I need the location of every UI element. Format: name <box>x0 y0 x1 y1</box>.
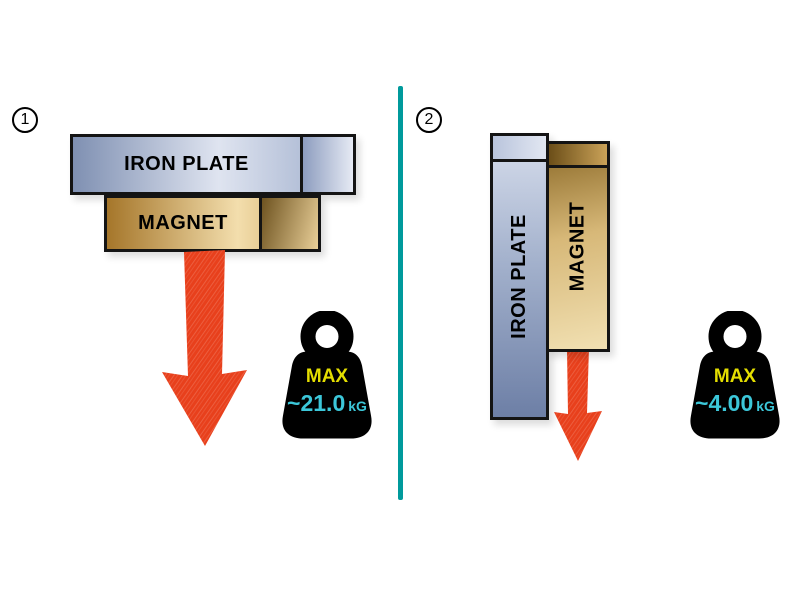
iron-plate-label-vertical: IRON PLATE <box>508 214 531 339</box>
step-1-badge: 1 <box>12 107 38 133</box>
iron-plate-horizontal: IRON PLATE <box>70 134 356 195</box>
step-1-number: 1 <box>20 111 30 128</box>
arrow-texture <box>162 250 247 446</box>
iron-plate-top-cap <box>493 136 546 162</box>
step-2-badge: 2 <box>416 107 442 133</box>
arrow-texture <box>554 347 602 461</box>
max-label: MAX <box>713 366 757 387</box>
max-value-unit: kG <box>756 397 775 414</box>
max-value-unit: kG <box>348 397 367 414</box>
weight-icon <box>282 311 372 439</box>
pull-force-down-arrow-small <box>554 347 602 461</box>
max-value-number: ~4.00 <box>695 389 754 416</box>
max-label: MAX <box>305 366 349 387</box>
iron-plate-vertical: IRON PLATE <box>490 133 549 420</box>
weight-body <box>282 351 372 439</box>
max-value-number: ~21.0 <box>287 389 346 416</box>
magnet-vertical: MAGNET <box>546 141 610 352</box>
pull-force-down-arrow-large <box>162 250 247 446</box>
magnet-edge-cap <box>259 198 318 249</box>
weight-body <box>690 351 780 439</box>
iron-plate-label: IRON PLATE <box>124 153 249 175</box>
magnet-label: MAGNET <box>138 212 228 234</box>
iron-plate-edge-cap <box>300 137 353 192</box>
magnet-label-vertical: MAGNET <box>566 201 589 292</box>
weight-icon <box>690 311 780 439</box>
magnet-top-cap <box>549 144 607 168</box>
step-2-number: 2 <box>424 111 434 128</box>
panel-divider-line <box>398 86 403 500</box>
magnet-horizontal: MAGNET <box>104 195 321 252</box>
